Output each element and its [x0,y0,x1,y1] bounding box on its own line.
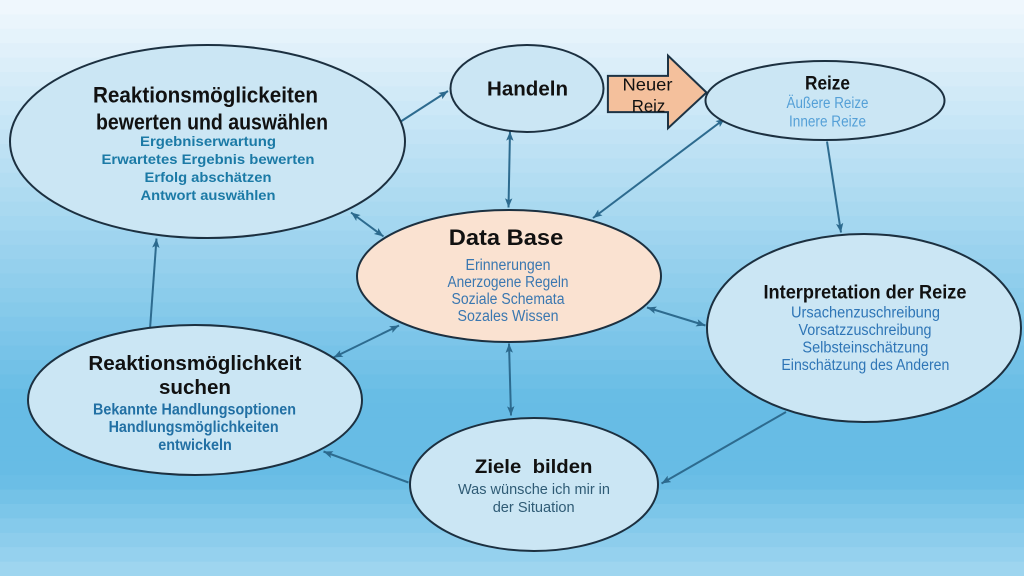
svg-text:Erfolg abschätzen: Erfolg abschätzen [145,169,272,185]
svg-text:Sozales Wissen: Sozales Wissen [458,308,559,325]
svg-text:Bekannte Handlungsoptionen: Bekannte Handlungsoptionen [93,402,296,419]
svg-text:Handlungsmöglichkeiten: Handlungsmöglichkeiten [109,419,279,436]
svg-text:der Situation: der Situation [493,499,575,516]
svg-text:Reaktionsmöglichkeit: Reaktionsmöglichkeit [88,352,301,375]
svg-text:Innere Reize: Innere Reize [789,114,866,131]
svg-text:Soziale Schemata: Soziale Schemata [452,291,565,308]
svg-text:Reaktionsmöglickeiten: Reaktionsmöglickeiten [93,83,318,108]
svg-text:Einschätzung des Anderen: Einschätzung des Anderen [781,357,949,374]
svg-text:Neuer: Neuer [623,74,673,94]
svg-text:Antwort auswählen: Antwort auswählen [141,187,276,203]
svg-text:Reiz: Reiz [632,96,666,116]
svg-text:Handeln: Handeln [487,79,568,101]
svg-text:Data Base: Data Base [449,225,564,250]
svg-text:entwickeln: entwickeln [158,437,232,454]
svg-text:Erwartetes Ergebnis bewerten: Erwartetes Ergebnis bewerten [102,151,315,167]
svg-text:Anerzogene Regeln: Anerzogene Regeln [448,274,569,291]
svg-text:Erinnerungen: Erinnerungen [466,257,551,274]
svg-text:Ursachenzuschreibung: Ursachenzuschreibung [791,304,940,321]
svg-text:Ziele bilden: Ziele bilden [475,457,593,478]
svg-text:Was wünsche ich mir in: Was wünsche ich mir in [458,481,610,498]
svg-text:Interpretation der Reize: Interpretation der Reize [764,282,967,304]
svg-text:Äußere Reize: Äußere Reize [787,95,869,112]
svg-text:suchen: suchen [159,376,231,399]
svg-text:Vorsatzzuschreibung: Vorsatzzuschreibung [799,322,932,339]
svg-text:Selbsteinschätzung: Selbsteinschätzung [802,339,928,356]
svg-text:Reize: Reize [805,74,850,95]
svg-text:bewerten und auswählen: bewerten und auswählen [96,110,328,135]
svg-text:Ergebniserwartung: Ergebniserwartung [140,133,276,149]
